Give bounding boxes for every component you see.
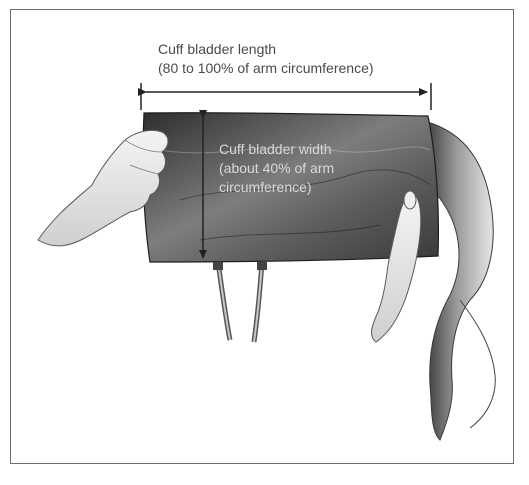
- right-thumb: [404, 191, 416, 209]
- cuff-tail-edge: [460, 300, 495, 428]
- length-label: Cuff bladder length (80 to 100% of arm c…: [158, 40, 374, 78]
- length-label-line1: Cuff bladder length: [158, 40, 374, 59]
- tube-connector-left: [213, 262, 223, 270]
- width-label-line2: (about 40% of arm: [219, 159, 334, 178]
- width-label-line3: circumference): [219, 178, 334, 197]
- tube-connector-right: [257, 262, 267, 270]
- length-label-line2: (80 to 100% of arm circumference): [158, 59, 374, 78]
- width-label-line1: Cuff bladder width: [219, 140, 334, 159]
- tube-left-highlight: [218, 262, 230, 340]
- width-label: Cuff bladder width (about 40% of arm cir…: [219, 140, 334, 197]
